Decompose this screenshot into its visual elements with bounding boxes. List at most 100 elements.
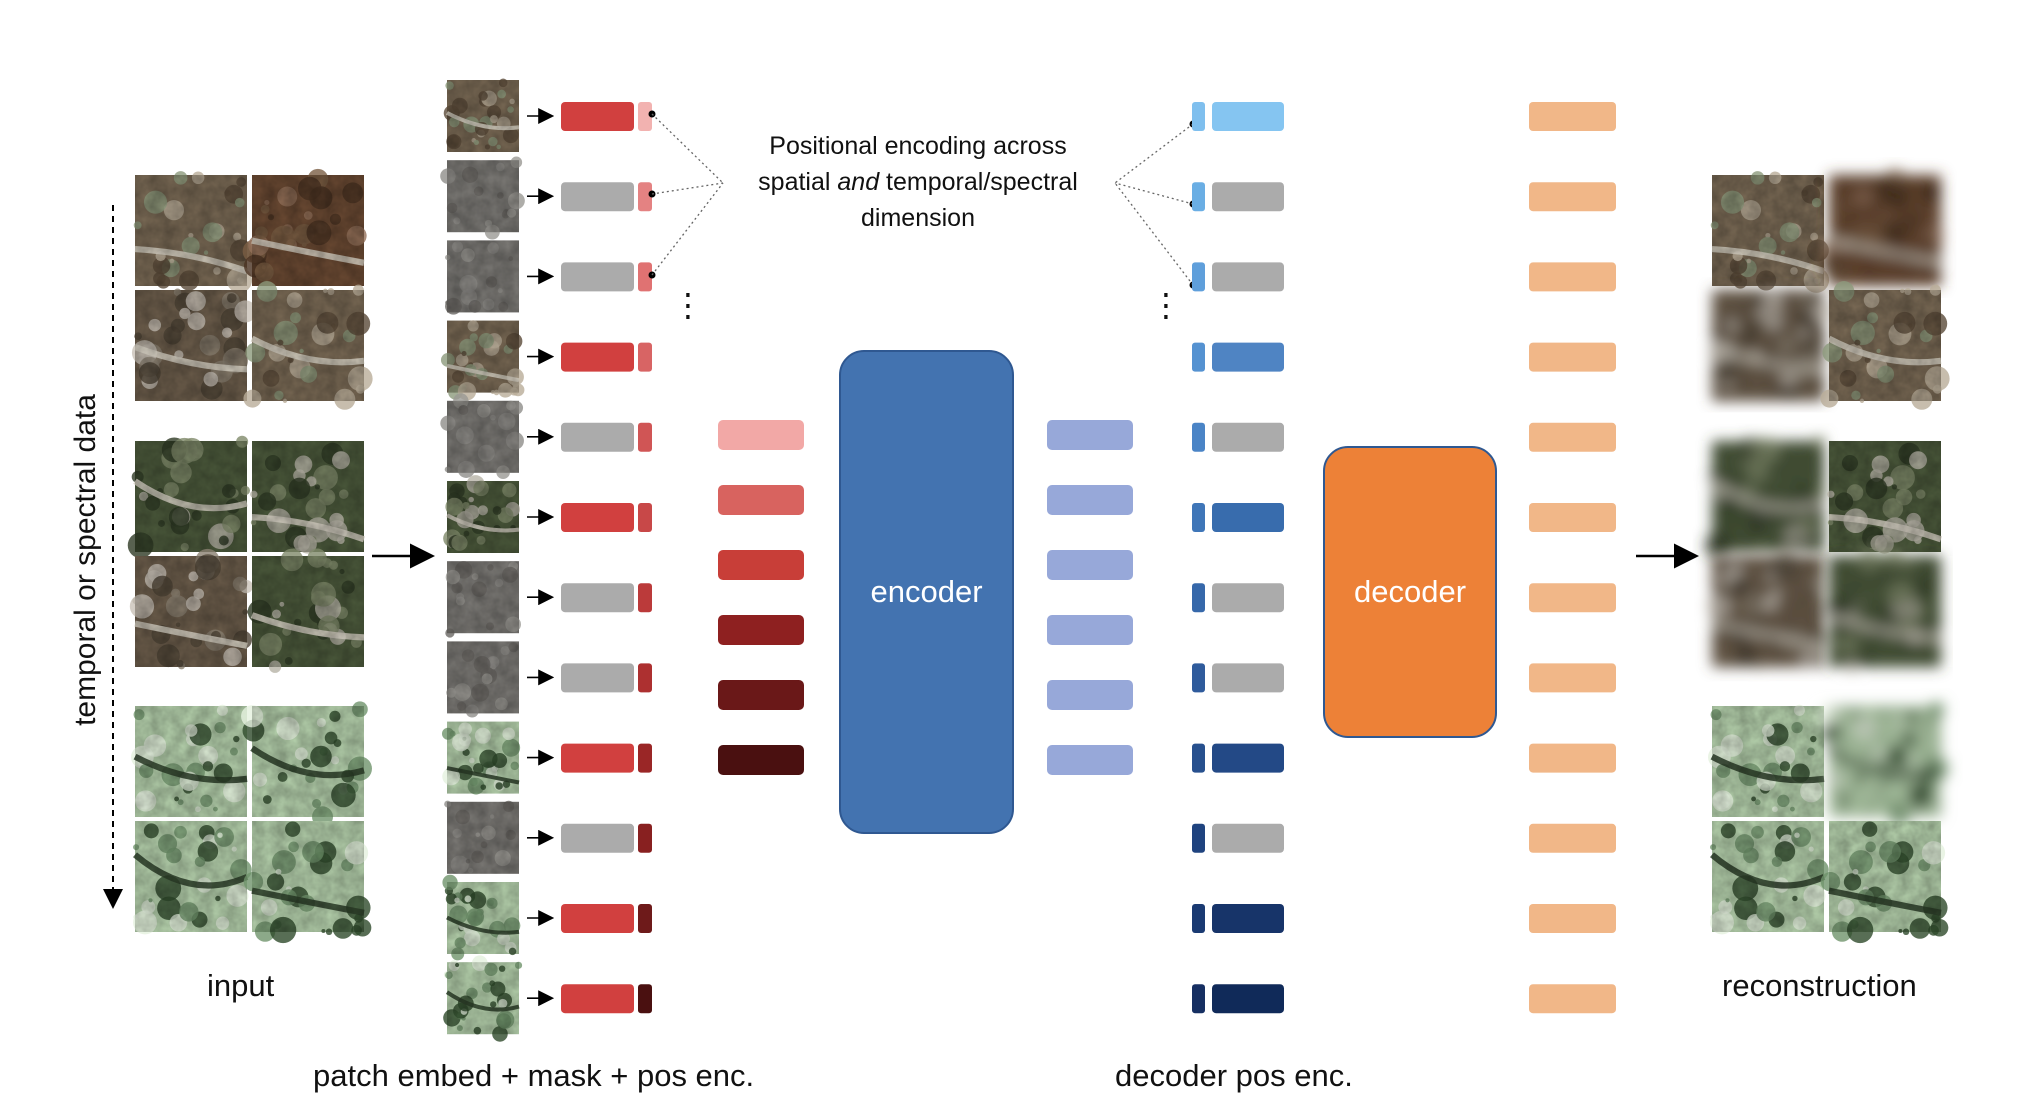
masked-token: [561, 663, 634, 693]
tile-noise: [252, 175, 364, 286]
decoder-pos-token: [1192, 904, 1205, 933]
encoder-label: encoder: [870, 574, 983, 609]
patch: [441, 721, 521, 795]
encoder-leader-line: [651, 182, 724, 195]
tile-noise: [1712, 821, 1824, 932]
decoder-visible-token: [1212, 342, 1284, 372]
tile-noise: [447, 721, 519, 794]
masked-token: [561, 182, 634, 212]
output-token: [1529, 984, 1616, 1014]
input-tile: [250, 441, 366, 554]
decoder-visible-token: [1212, 904, 1284, 933]
decoder-ellipsis: ⋮: [1150, 287, 1182, 323]
reconstruction-tile: [1824, 548, 1942, 673]
note-line-3: dimension: [861, 204, 975, 232]
decoder-leader-line: [1114, 182, 1194, 286]
patch: [443, 475, 520, 553]
tile-noise: [1712, 556, 1824, 667]
output-token: [1529, 422, 1616, 452]
decoder-masked-token: [1212, 663, 1284, 693]
tile-noise: [447, 801, 519, 874]
tile-noise: [1829, 441, 1941, 552]
tile-noise: [135, 706, 247, 817]
patch: [443, 955, 523, 1042]
decoder-visible-token: [1212, 503, 1284, 532]
output-token: [1529, 904, 1616, 933]
decoder-visible-token: [1212, 102, 1284, 131]
axis-label: temporal or spectral data: [69, 394, 102, 726]
tile-noise: [135, 175, 247, 286]
encoder-pos-token: [638, 984, 652, 1014]
decoder-masked-token: [1212, 823, 1284, 853]
encoder-input-token: [718, 615, 804, 645]
decoder-pos-token: [1192, 422, 1205, 452]
input-caption: input: [207, 968, 275, 1003]
tile-noise: [1712, 441, 1824, 552]
note-spatial: spatial: [758, 168, 838, 196]
masked-token: [561, 422, 634, 452]
reconstruction-tile: [1706, 548, 1830, 670]
reconstruction-tile: [1708, 288, 1834, 401]
output-token: [1529, 503, 1616, 532]
decoder-pos-token: [1192, 823, 1205, 853]
decoder-label: decoder: [1353, 574, 1467, 609]
tile-noise: [135, 290, 247, 401]
decoder-pos-token: [1192, 182, 1205, 212]
masked-token: [561, 823, 634, 853]
reconstruction-tile: [1710, 171, 1830, 293]
output-token: [1529, 743, 1616, 773]
tile-noise: [252, 290, 364, 401]
decoder-visible-token: [1212, 743, 1284, 773]
reconstruction-tile: [1827, 441, 1943, 554]
encoder-pos-token: [638, 904, 652, 933]
encoder-pos-token: [638, 663, 652, 693]
decoder-pos-caption: decoder pos enc.: [1115, 1058, 1353, 1093]
reconstruction-tile: [1708, 704, 1825, 817]
masked-token: [561, 262, 634, 292]
encoder-input-token: [718, 680, 804, 710]
tile-noise: [1829, 821, 1941, 932]
reconstruction-tile: [1820, 821, 1949, 944]
input-tile: [129, 548, 253, 670]
input-tile: [243, 821, 372, 944]
tile-noise: [1712, 706, 1824, 817]
visible-token: [561, 743, 634, 773]
tile-noise: [447, 641, 519, 714]
encoder-pos-token: [638, 823, 652, 853]
patch: [445, 561, 521, 638]
decoder-pos-token: [1192, 984, 1205, 1014]
encoder-input-token: [718, 550, 804, 580]
input-tile: [243, 281, 373, 410]
note-and: and: [837, 168, 880, 196]
tile-noise: [1829, 175, 1941, 286]
note-line-1: Positional encoding across: [769, 132, 1067, 160]
note-temporal: temporal/spectral: [879, 168, 1078, 196]
tile-noise: [1829, 290, 1941, 401]
patch-column: [440, 78, 525, 1042]
decoder-pos-token: [1192, 663, 1205, 693]
tile-noise: [1712, 290, 1824, 401]
input-tile: [133, 821, 252, 935]
visible-token: [561, 102, 634, 131]
input-tile: [242, 168, 367, 286]
decoder-pos-token: [1192, 503, 1205, 532]
tile-noise: [135, 441, 247, 552]
patch: [442, 874, 521, 961]
visible-token: [561, 984, 634, 1014]
patch: [440, 320, 525, 401]
visible-token: [561, 904, 634, 933]
latent-token: [1047, 485, 1133, 515]
encoder-block: [839, 350, 1014, 834]
encoder-input-token: [718, 745, 804, 775]
decoder-pos-token: [1192, 342, 1205, 372]
input-tile: [131, 288, 257, 401]
input-tile: [131, 704, 248, 817]
decoder-masked-token: [1212, 583, 1284, 613]
decoder-leader-line: [1114, 123, 1194, 184]
output-token: [1529, 583, 1616, 613]
tile-noise: [447, 240, 519, 313]
encoder-pos-token: [638, 503, 652, 532]
tile-noise: [447, 481, 519, 553]
